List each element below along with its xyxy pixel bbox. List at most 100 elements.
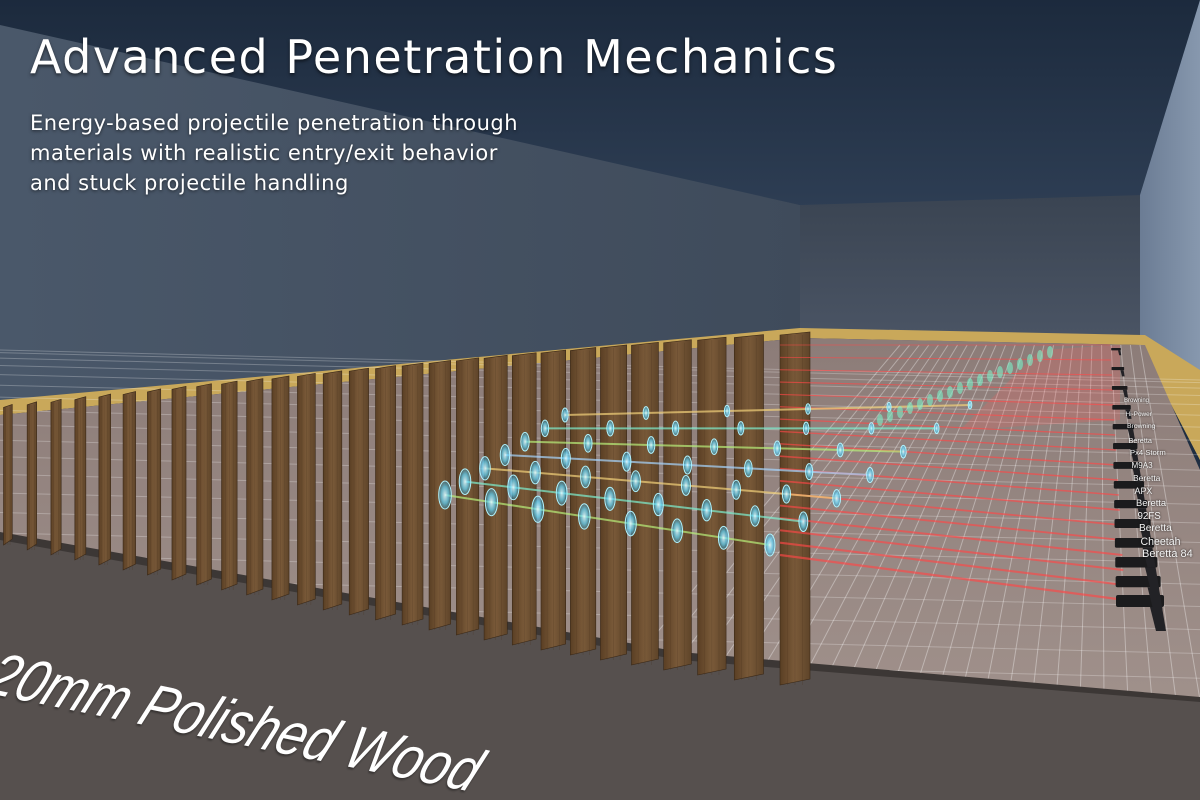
impact-marker (529, 460, 541, 485)
far-wall (800, 195, 1145, 335)
impact-marker (671, 518, 683, 544)
impact-marker (977, 374, 983, 386)
wood-panel (122, 391, 136, 571)
impact-marker (987, 370, 993, 382)
left-wall (0, 25, 800, 405)
weapon-label: Beretta (1139, 523, 1172, 534)
pistol (1113, 481, 1146, 504)
wood-panel (246, 378, 264, 596)
laser-beam (779, 553, 1126, 602)
wood-panel (375, 365, 396, 621)
impact-marker (560, 447, 571, 469)
wood-panel (511, 352, 537, 646)
wood-panel (401, 362, 424, 626)
weapon-label: Hi-Power (1125, 410, 1152, 418)
wood-panel (663, 339, 692, 671)
description-line: and stuck projectile handling (30, 171, 349, 195)
impact-marker (630, 470, 641, 493)
description-line: Energy-based projectile penetration thro… (30, 111, 519, 135)
impact-marker (947, 386, 953, 398)
laser-beam (779, 381, 1113, 391)
projectile-trace (564, 404, 971, 416)
impact-marker (967, 400, 973, 410)
impact-marker (1007, 362, 1013, 374)
impact-marker (957, 382, 963, 394)
impact-marker (621, 451, 632, 472)
projectile-trace (444, 494, 771, 546)
weapon-label: Beretta (1128, 435, 1152, 445)
laser-beam (779, 541, 1125, 587)
impact-marker (499, 444, 511, 466)
impact-marker (868, 422, 875, 435)
pistol (1112, 424, 1135, 441)
projectile-trace (464, 480, 804, 523)
impact-marker (484, 488, 499, 517)
impact-marker (749, 505, 761, 527)
impact-marker (555, 480, 568, 506)
wood-panel (147, 388, 162, 576)
pistol (1113, 462, 1142, 483)
wood-panel (98, 393, 111, 566)
weapon-label: Browning (1124, 398, 1150, 404)
wood-panel (26, 401, 37, 551)
wood-panel (74, 396, 87, 561)
laser-beam (779, 480, 1120, 511)
impact-marker (907, 402, 913, 414)
impact-marker (1047, 346, 1053, 358)
trim-rail (0, 328, 1200, 460)
impact-marker (680, 475, 691, 496)
impact-marker (531, 495, 545, 523)
impact-marker (578, 503, 591, 530)
weapon-label: M9A3 (1131, 460, 1153, 470)
impact-marker (997, 366, 1003, 378)
projectile-trace (484, 467, 837, 500)
weapon-label: Browning (1127, 423, 1156, 430)
impact-marker (917, 398, 923, 410)
laser-beam (779, 418, 1116, 436)
feature-description: Energy-based projectile penetration thro… (30, 108, 630, 198)
impact-marker (832, 489, 842, 508)
impact-marker (520, 431, 530, 452)
impact-marker (583, 434, 593, 453)
impact-marker (540, 419, 550, 438)
impact-marker (897, 406, 903, 418)
impact-marker (887, 410, 893, 422)
weapon-label: Px4 Storm (1130, 448, 1166, 457)
wood-panel (50, 398, 62, 556)
impact-marker (580, 465, 591, 489)
wood-panel (271, 375, 290, 601)
impact-marker (781, 484, 792, 504)
wood-panel-rows (3, 331, 811, 686)
impact-marker (561, 407, 569, 423)
laser-beam (779, 356, 1111, 361)
impact-marker (877, 414, 883, 426)
weapon-label: Beretta (1136, 498, 1167, 508)
impact-marker (927, 394, 933, 406)
impact-marker (805, 463, 814, 481)
wood-panel (297, 373, 316, 606)
impact-marker (798, 511, 809, 533)
impact-marker (773, 440, 782, 457)
laser-sight-beams (779, 344, 1126, 602)
weapon-label: APX (1134, 485, 1153, 496)
impact-marker (624, 510, 637, 537)
impact-marker (507, 474, 520, 501)
impact-marker (933, 422, 940, 435)
impact-marker (866, 467, 874, 483)
weapon-label: Cheetah (1140, 535, 1181, 548)
laser-beam (779, 504, 1122, 541)
impact-markers (438, 346, 1053, 557)
impact-marker (606, 420, 615, 437)
wood-panel (171, 385, 187, 581)
description-line: materials with realistic entry/exit beha… (30, 141, 498, 165)
laser-beam (779, 393, 1114, 406)
laser-beam (779, 443, 1118, 466)
impact-marker (967, 378, 973, 390)
laser-beam (779, 516, 1123, 556)
impact-marker (937, 390, 943, 402)
impact-marker (737, 421, 745, 436)
impact-marker (899, 444, 907, 459)
ceiling (0, 0, 1200, 210)
